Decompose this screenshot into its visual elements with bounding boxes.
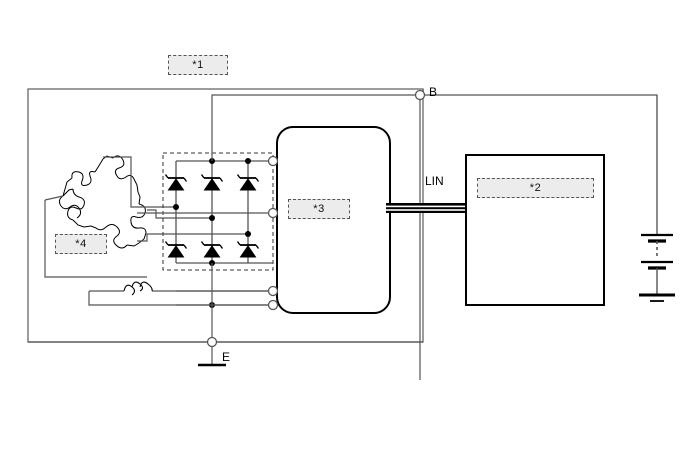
terminal-label-lin: LIN: [425, 174, 444, 188]
e-terminal-node: [206, 336, 218, 348]
reference-label-1: *1: [168, 55, 228, 75]
stator-return-wire: [44, 195, 147, 278]
b-terminal-node: [414, 89, 426, 101]
reference-label-4: *4: [55, 234, 107, 254]
terminal-label-e: E: [222, 350, 231, 364]
stator-lead-wires: [103, 156, 248, 242]
ic-regulator-box: [276, 126, 391, 314]
rotor-field-coil-wiring: [88, 290, 268, 306]
reference-label-3: *3: [288, 199, 350, 219]
regulator-pins: [267, 155, 279, 311]
terminal-label-b: B: [429, 85, 438, 99]
reference-label-2: *2: [477, 178, 594, 198]
junction-dots: [173, 158, 251, 308]
battery-symbol: [639, 95, 675, 302]
lin-bus: [386, 203, 466, 213]
e-terminal-wiring: [28, 263, 423, 365]
rotor-field-coil: [123, 281, 153, 296]
